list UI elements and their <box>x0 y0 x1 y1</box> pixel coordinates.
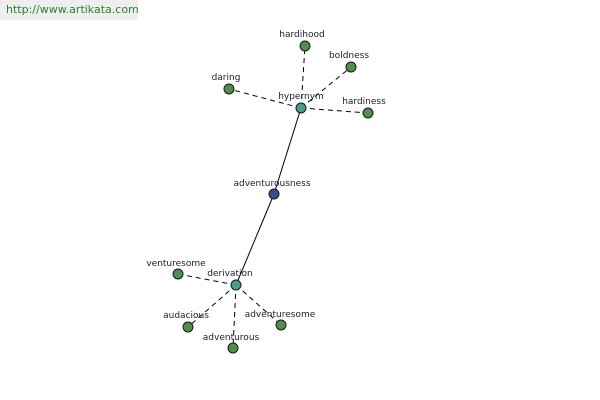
label-hypernym: hypernym <box>278 92 324 102</box>
node-hardihood[interactable] <box>299 40 311 52</box>
label-adventurous: adventurous <box>203 333 260 343</box>
edge-hypernym-boldness <box>300 66 352 109</box>
label-audacious: audacious <box>163 311 209 321</box>
label-hardihood: hardihood <box>279 30 324 40</box>
node-audacious[interactable] <box>182 321 194 333</box>
node-adventurousness[interactable] <box>268 188 280 200</box>
edge-derivation-audacious <box>187 284 237 328</box>
node-adventurous[interactable] <box>227 342 239 354</box>
edge-derivation-venturesome <box>177 273 237 286</box>
edge-derivation-adventuresome <box>235 284 282 326</box>
nodes-layer <box>172 40 374 354</box>
label-daring: daring <box>212 73 241 83</box>
edge-hypernym-hardiness <box>300 107 369 114</box>
label-hardiness: hardiness <box>342 97 386 107</box>
node-adventuresome[interactable] <box>275 319 287 331</box>
label-derivation: derivation <box>207 269 253 279</box>
labels-layer: adventurousness hypernym derivation hardiho… <box>146 30 386 343</box>
label-boldness: boldness <box>329 51 369 61</box>
edges-layer <box>177 45 369 349</box>
node-daring[interactable] <box>223 83 235 95</box>
edge-hypernym-daring <box>228 88 302 109</box>
node-hypernym[interactable] <box>295 102 307 114</box>
node-venturesome[interactable] <box>172 268 184 280</box>
node-hardiness[interactable] <box>362 107 374 119</box>
node-derivation[interactable] <box>230 279 242 291</box>
watermark-url: http://www.artikata.com <box>0 0 139 20</box>
edge-adventurousness-derivation <box>235 193 275 286</box>
label-adventurousness: adventurousness <box>233 179 310 189</box>
edge-derivation-adventurous <box>232 284 237 349</box>
node-boldness[interactable] <box>345 61 357 73</box>
label-venturesome: venturesome <box>146 259 206 269</box>
edge-hypernym-hardihood <box>300 45 306 109</box>
edge-adventurousness-hypernym <box>273 107 302 195</box>
label-adventuresome: adventuresome <box>245 310 316 320</box>
